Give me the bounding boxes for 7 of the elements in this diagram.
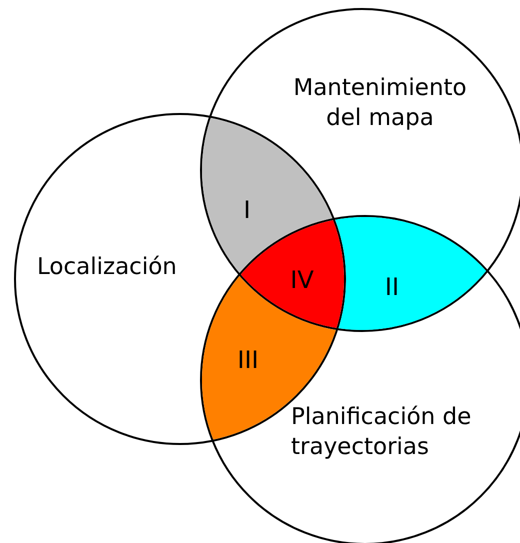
set-label: Localización [37, 253, 178, 282]
set-label: Planificación de trayectorias [291, 403, 472, 462]
region-label: IV [290, 268, 314, 292]
region-label: I [243, 198, 251, 222]
region-label: II [384, 275, 400, 299]
set-label: Mantenimiento del mapa [292, 74, 468, 133]
region-label: III [237, 348, 259, 372]
